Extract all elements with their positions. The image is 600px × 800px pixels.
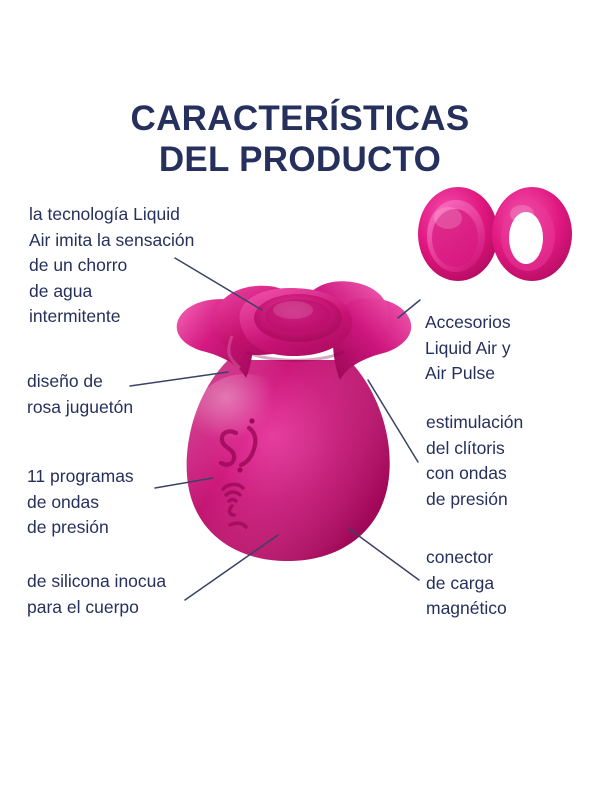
product-body: [176, 281, 412, 562]
callout-clitoris: estimulación del clítoris con ondas de p…: [426, 412, 524, 509]
page-title-line-1: CARACTERÍSTICAS: [130, 99, 470, 138]
callout-liquid-air: la tecnología Liquid Air imita la sensac…: [29, 204, 195, 326]
page-title-line-2: DEL PRODUCTO: [158, 140, 442, 179]
callout-programs: 11 programas de ondas de presión: [27, 466, 134, 537]
callout-accessories: Accesorios Liquid Air y Air Pulse: [425, 312, 511, 383]
callout-silicone: de silicona inocua para el cuerpo: [27, 571, 167, 617]
callout-connector: conector de carga magnético: [426, 547, 507, 618]
satisfyer-sf-logo: [218, 418, 258, 473]
power-button[interactable]: [228, 521, 248, 529]
page-title: CARACTERÍSTICAS DEL PRODUCTO: [0, 98, 600, 180]
callout-rose-design: diseño de rosa juguetón: [27, 371, 134, 417]
liquid-air-cap-accessory: [418, 187, 498, 281]
air-pulse-ring-accessory: [492, 187, 572, 281]
pressure-wave-button[interactable]: [221, 482, 245, 517]
